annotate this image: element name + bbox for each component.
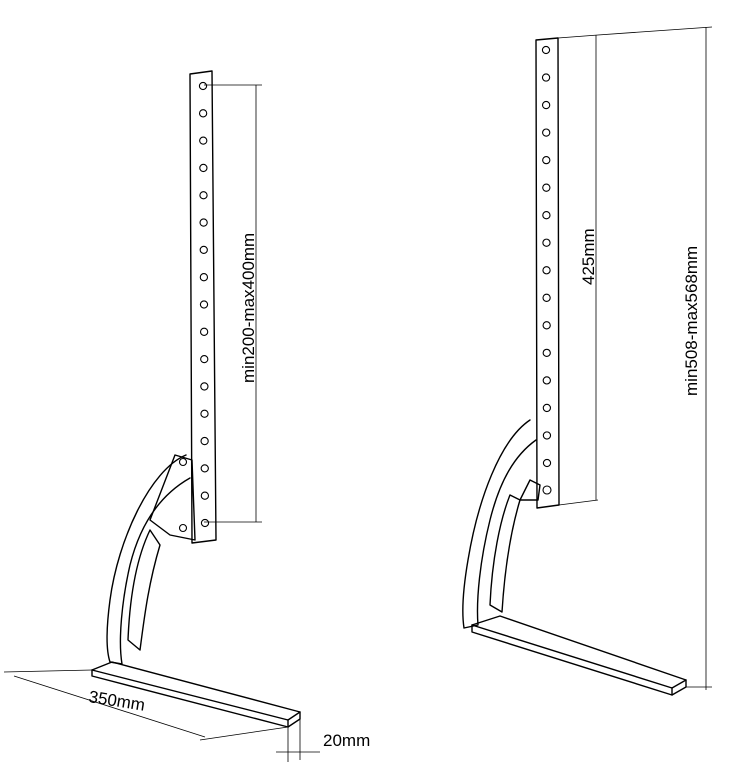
mounting-hole <box>199 218 208 227</box>
mounting-hole <box>542 266 551 275</box>
left-height-label: min200-max400mm <box>239 233 258 383</box>
mounting-hole <box>199 273 209 282</box>
right-column-bolt <box>542 485 552 495</box>
mounting-hole <box>200 464 209 473</box>
mounting-hole <box>200 491 210 500</box>
mounting-hole <box>199 327 209 336</box>
left-stand: min200-max400mm 350mm 20mm <box>3 70 370 762</box>
left-base-length-dimension: 350mm <box>3 669 289 741</box>
left-arm-bolt <box>178 457 188 467</box>
right-height-dimension: min508-max568mm <box>597 26 713 690</box>
mounting-hole <box>199 191 208 200</box>
mounting-hole <box>200 382 209 391</box>
mounting-hole <box>542 211 551 220</box>
mounting-hole <box>200 409 209 418</box>
right-column-dimension: 425mm <box>557 34 599 506</box>
mounting-hole <box>542 458 552 468</box>
mounting-hole <box>541 73 551 82</box>
right-height-label: min508-max568mm <box>682 246 701 396</box>
mounting-hole <box>199 300 209 309</box>
right-arm-plate <box>519 479 541 501</box>
mounting-hole <box>542 128 551 137</box>
right-base-plate <box>471 615 687 689</box>
mounting-hole <box>542 403 552 413</box>
mounting-hole <box>542 376 551 385</box>
left-arm-plate <box>149 454 196 541</box>
mounting-hole <box>541 45 551 55</box>
mounting-hole <box>542 183 551 192</box>
left-column-holes <box>198 81 210 528</box>
left-column <box>189 70 217 544</box>
right-support-arm-inner <box>489 494 521 613</box>
right-support-arm <box>462 419 537 629</box>
mounting-hole <box>542 431 552 440</box>
right-column-holes <box>541 45 552 468</box>
left-arm-bolt <box>178 523 188 533</box>
mounting-hole <box>542 155 551 165</box>
mounting-hole <box>542 321 551 330</box>
left-support-arm-inner <box>127 529 161 651</box>
mounting-hole <box>199 136 208 145</box>
left-support-arm <box>106 454 191 665</box>
mounting-hole <box>200 436 209 446</box>
left-base-thickness-dimension: 20mm <box>276 719 370 762</box>
mounting-hole <box>200 354 209 364</box>
mounting-hole <box>198 81 208 91</box>
mounting-hole <box>199 245 208 255</box>
right-column-label: 425mm <box>579 228 598 285</box>
left-height-dimension: min200-max400mm <box>204 84 262 523</box>
right-stand: 425mm min508-max568mm <box>462 26 713 696</box>
mounting-hole <box>542 293 551 302</box>
left-base-length-label: 350mm <box>87 687 146 715</box>
mounting-hole <box>542 238 551 247</box>
mounting-hole <box>541 100 551 110</box>
mounting-hole <box>542 348 551 358</box>
mounting-hole <box>198 109 208 118</box>
mounting-hole <box>200 518 210 528</box>
left-base-thickness-label: 20mm <box>323 731 370 750</box>
mounting-hole <box>199 163 208 173</box>
